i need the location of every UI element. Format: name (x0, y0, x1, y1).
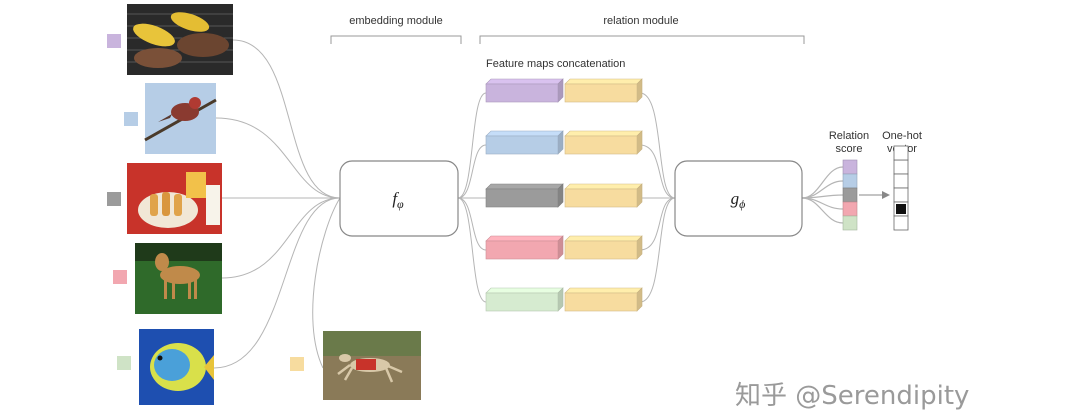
query-class-label (290, 357, 304, 371)
relation-score-title-line1: Relation (829, 130, 869, 142)
query-feature-map (564, 287, 643, 312)
query-feature-map (564, 130, 643, 155)
embedding-module-title: embedding module (349, 15, 443, 27)
support-image-food (127, 163, 222, 234)
feature-map-pairs (485, 78, 643, 312)
one-hot-cell (893, 145, 909, 161)
pairs-to-relation-connectors (639, 92, 676, 303)
relation-function-label: gϕ (731, 189, 746, 211)
one-hot-cell (893, 159, 909, 175)
embedding-to-pairs-connectors (457, 92, 487, 303)
one-hot-active-cell (896, 204, 906, 214)
relation-to-score-connectors (801, 166, 844, 224)
support-feature-map (485, 235, 564, 260)
one-hot-cell (893, 215, 909, 231)
feature-maps-title: Feature maps concatenation (486, 58, 625, 70)
embedding-module-box: fφ (339, 160, 459, 237)
one-hot-cell (893, 173, 909, 189)
class-label-fish (117, 356, 131, 370)
support-image-fish (139, 329, 214, 405)
support-feature-map (485, 130, 564, 155)
class-label-bird-on-branch (124, 112, 138, 126)
relation-score-cell (842, 173, 858, 189)
class-label-food-plate (107, 192, 121, 206)
support-image-dog (135, 243, 222, 314)
relation-score-cell (842, 215, 858, 231)
watermark-text: 知乎 @Serendipity (735, 381, 969, 411)
class-label-dog (113, 270, 127, 284)
support-feature-map (485, 287, 564, 312)
one-hot-vector (893, 145, 909, 231)
query-feature-map (564, 235, 643, 260)
relation-score-column (842, 159, 858, 231)
relation-score-cell (842, 187, 858, 203)
query-feature-map (564, 78, 643, 103)
image-to-embedding-connectors (213, 39, 341, 369)
one-hot-title-line1: One-hot (882, 130, 922, 142)
support-image-grill (127, 4, 233, 75)
relation-module-box: gϕ (674, 160, 803, 237)
support-class-labels (107, 34, 138, 370)
one-hot-cell (893, 187, 909, 203)
support-feature-map (485, 78, 564, 103)
relation-score-title-line2: score (836, 143, 863, 155)
relation-module-bracket (479, 35, 805, 44)
relation-score-cell (842, 201, 858, 217)
support-feature-map (485, 183, 564, 208)
relation-score-cell (842, 159, 858, 175)
query-image-running-dog (323, 331, 421, 400)
query-feature-map (564, 183, 643, 208)
embedding-module-bracket (330, 35, 462, 44)
relation-module-title: relation module (603, 15, 678, 27)
embedding-function-label: fφ (392, 189, 404, 211)
class-label-corn-meat-grill (107, 34, 121, 48)
support-image-bird (144, 83, 217, 154)
